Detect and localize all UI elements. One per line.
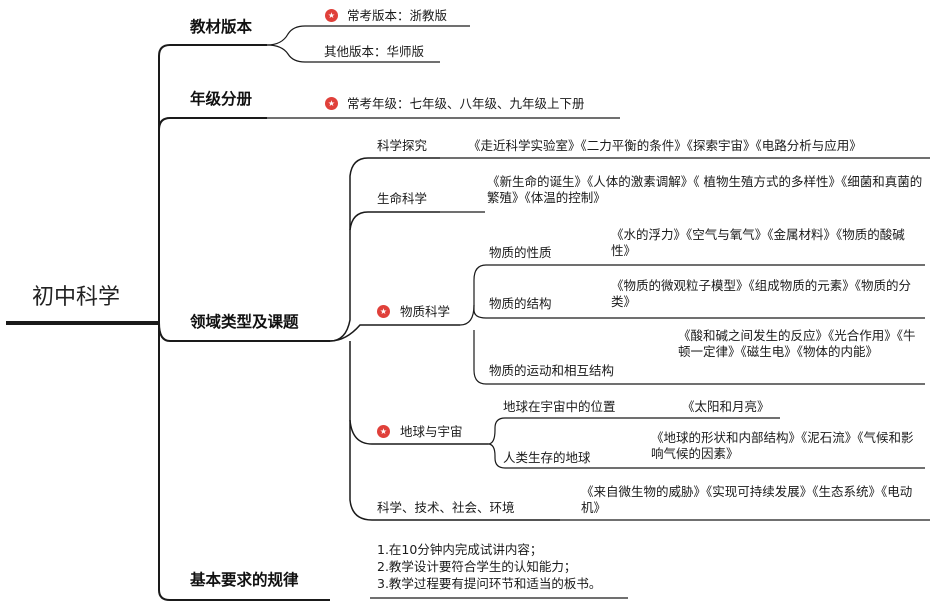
branch-textbook: 教材版本 [190,18,253,36]
requirement-item: 1.在10分钟内完成试讲内容； [377,542,543,557]
star-badge-icon: ★ [377,425,390,438]
matter-motion-topics: 《酸和碱之间发生的反应》《光合作用》《牛顿一定律》《磁生电》《物体的内能》 [678,328,916,359]
inquiry-topics: 《走近科学实验室》《二力平衡的条件》《探索宇宙》《电路分析与应用》 [468,138,862,153]
domain-inquiry: 科学探究 [377,138,428,153]
branch-domains: 领域类型及课题 [190,313,299,331]
domain-life: 生命科学 [377,191,428,206]
branch-grade: 年级分册 [190,90,253,108]
matter-structure: 物质的结构 [489,296,552,311]
sts-topics: 《来自微生物的威胁》《实现可持续发展》《生态系统》《电动机》 [581,484,913,515]
life-topics: 《新生命的诞生》《人体的激素调解》《 植物生殖方式的多样性》《细菌和真菌的繁殖》… [487,174,923,205]
earth-home: 人类生存的地球 [503,450,591,465]
earth-position: 地球在宇宙中的位置 [503,399,616,414]
domain-earth: 地球与宇宙 [400,424,463,439]
earth-home-topics: 《地球的形状和内部结构》《泥石流》《气候和影响气候的因素》 [651,430,914,461]
earth-position-topics: 《太阳和月亮》 [682,399,770,414]
star-badge-icon: ★ [325,9,338,22]
matter-structure-topics: 《物质的微观粒子模型》《组成物质的元素》《物质的分类》 [611,278,912,309]
domain-matter: 物质科学 [400,304,451,319]
domain-sts: 科学、技术、社会、环境 [377,500,515,515]
branch-requirements: 基本要求的规律 [190,571,299,589]
star-badge-icon: ★ [325,97,338,110]
grade-item: 常考年级：七年级、八年级、九年级上下册 [347,96,585,111]
requirement-item: 2.教学设计要符合学生的认知能力； [377,559,577,574]
root-topic: 初中科学 [32,285,121,310]
requirement-item: 3.教学过程要有提问环节和适当的板书。 [377,576,602,591]
matter-properties: 物质的性质 [489,245,552,260]
textbook-secondary: 其他版本：华师版 [324,44,425,59]
star-badge-icon: ★ [377,305,390,318]
matter-motion: 物质的运动和相互结构 [489,363,615,378]
textbook-primary: 常考版本：浙教版 [347,8,448,23]
matter-properties-topics: 《水的浮力》《空气与氧气》《金属材料》《物质的酸碱性》 [611,227,905,258]
